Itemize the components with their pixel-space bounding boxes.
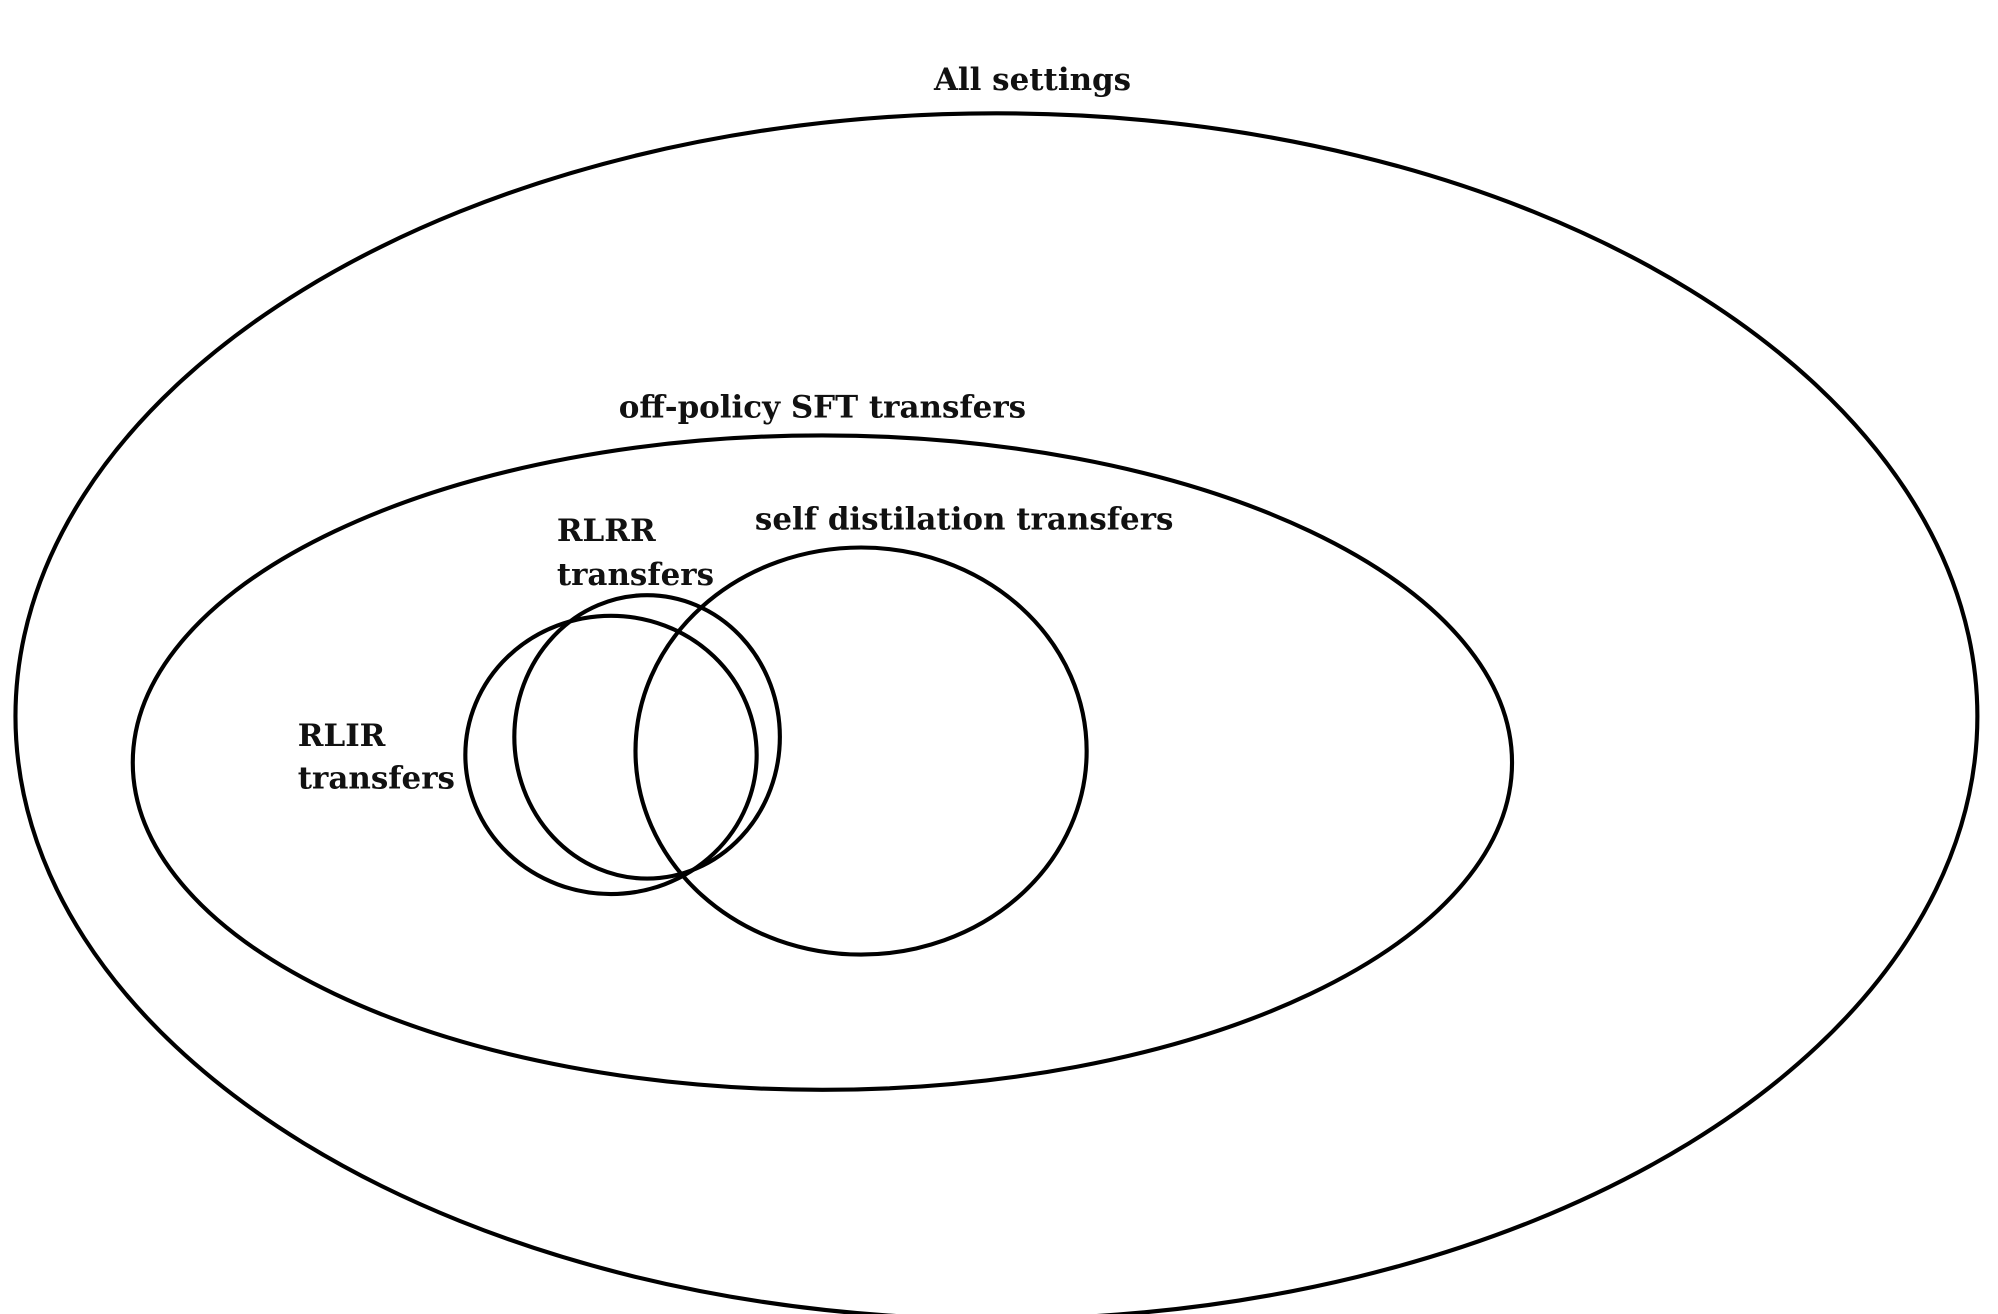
off-policy-sft-label: off-policy SFT transfers [619,389,1026,425]
off-policy-sft-ellipse [130,433,1515,1092]
self-distillation-label: self distilation transfers [755,501,1173,537]
rlrr-label-line1: RLRR [557,513,656,549]
self-distillation-ellipse [633,545,1089,957]
all-settings-label: All settings [933,62,1131,98]
rlrr-label-line2: transfers [557,557,714,593]
rlir-label-line1: RLIR [298,718,386,754]
rlir-label-line2: transfers [298,760,455,796]
rlrr-ellipse [512,593,782,881]
all-settings-ellipse [13,111,1980,1314]
rlir-ellipse [463,613,759,897]
